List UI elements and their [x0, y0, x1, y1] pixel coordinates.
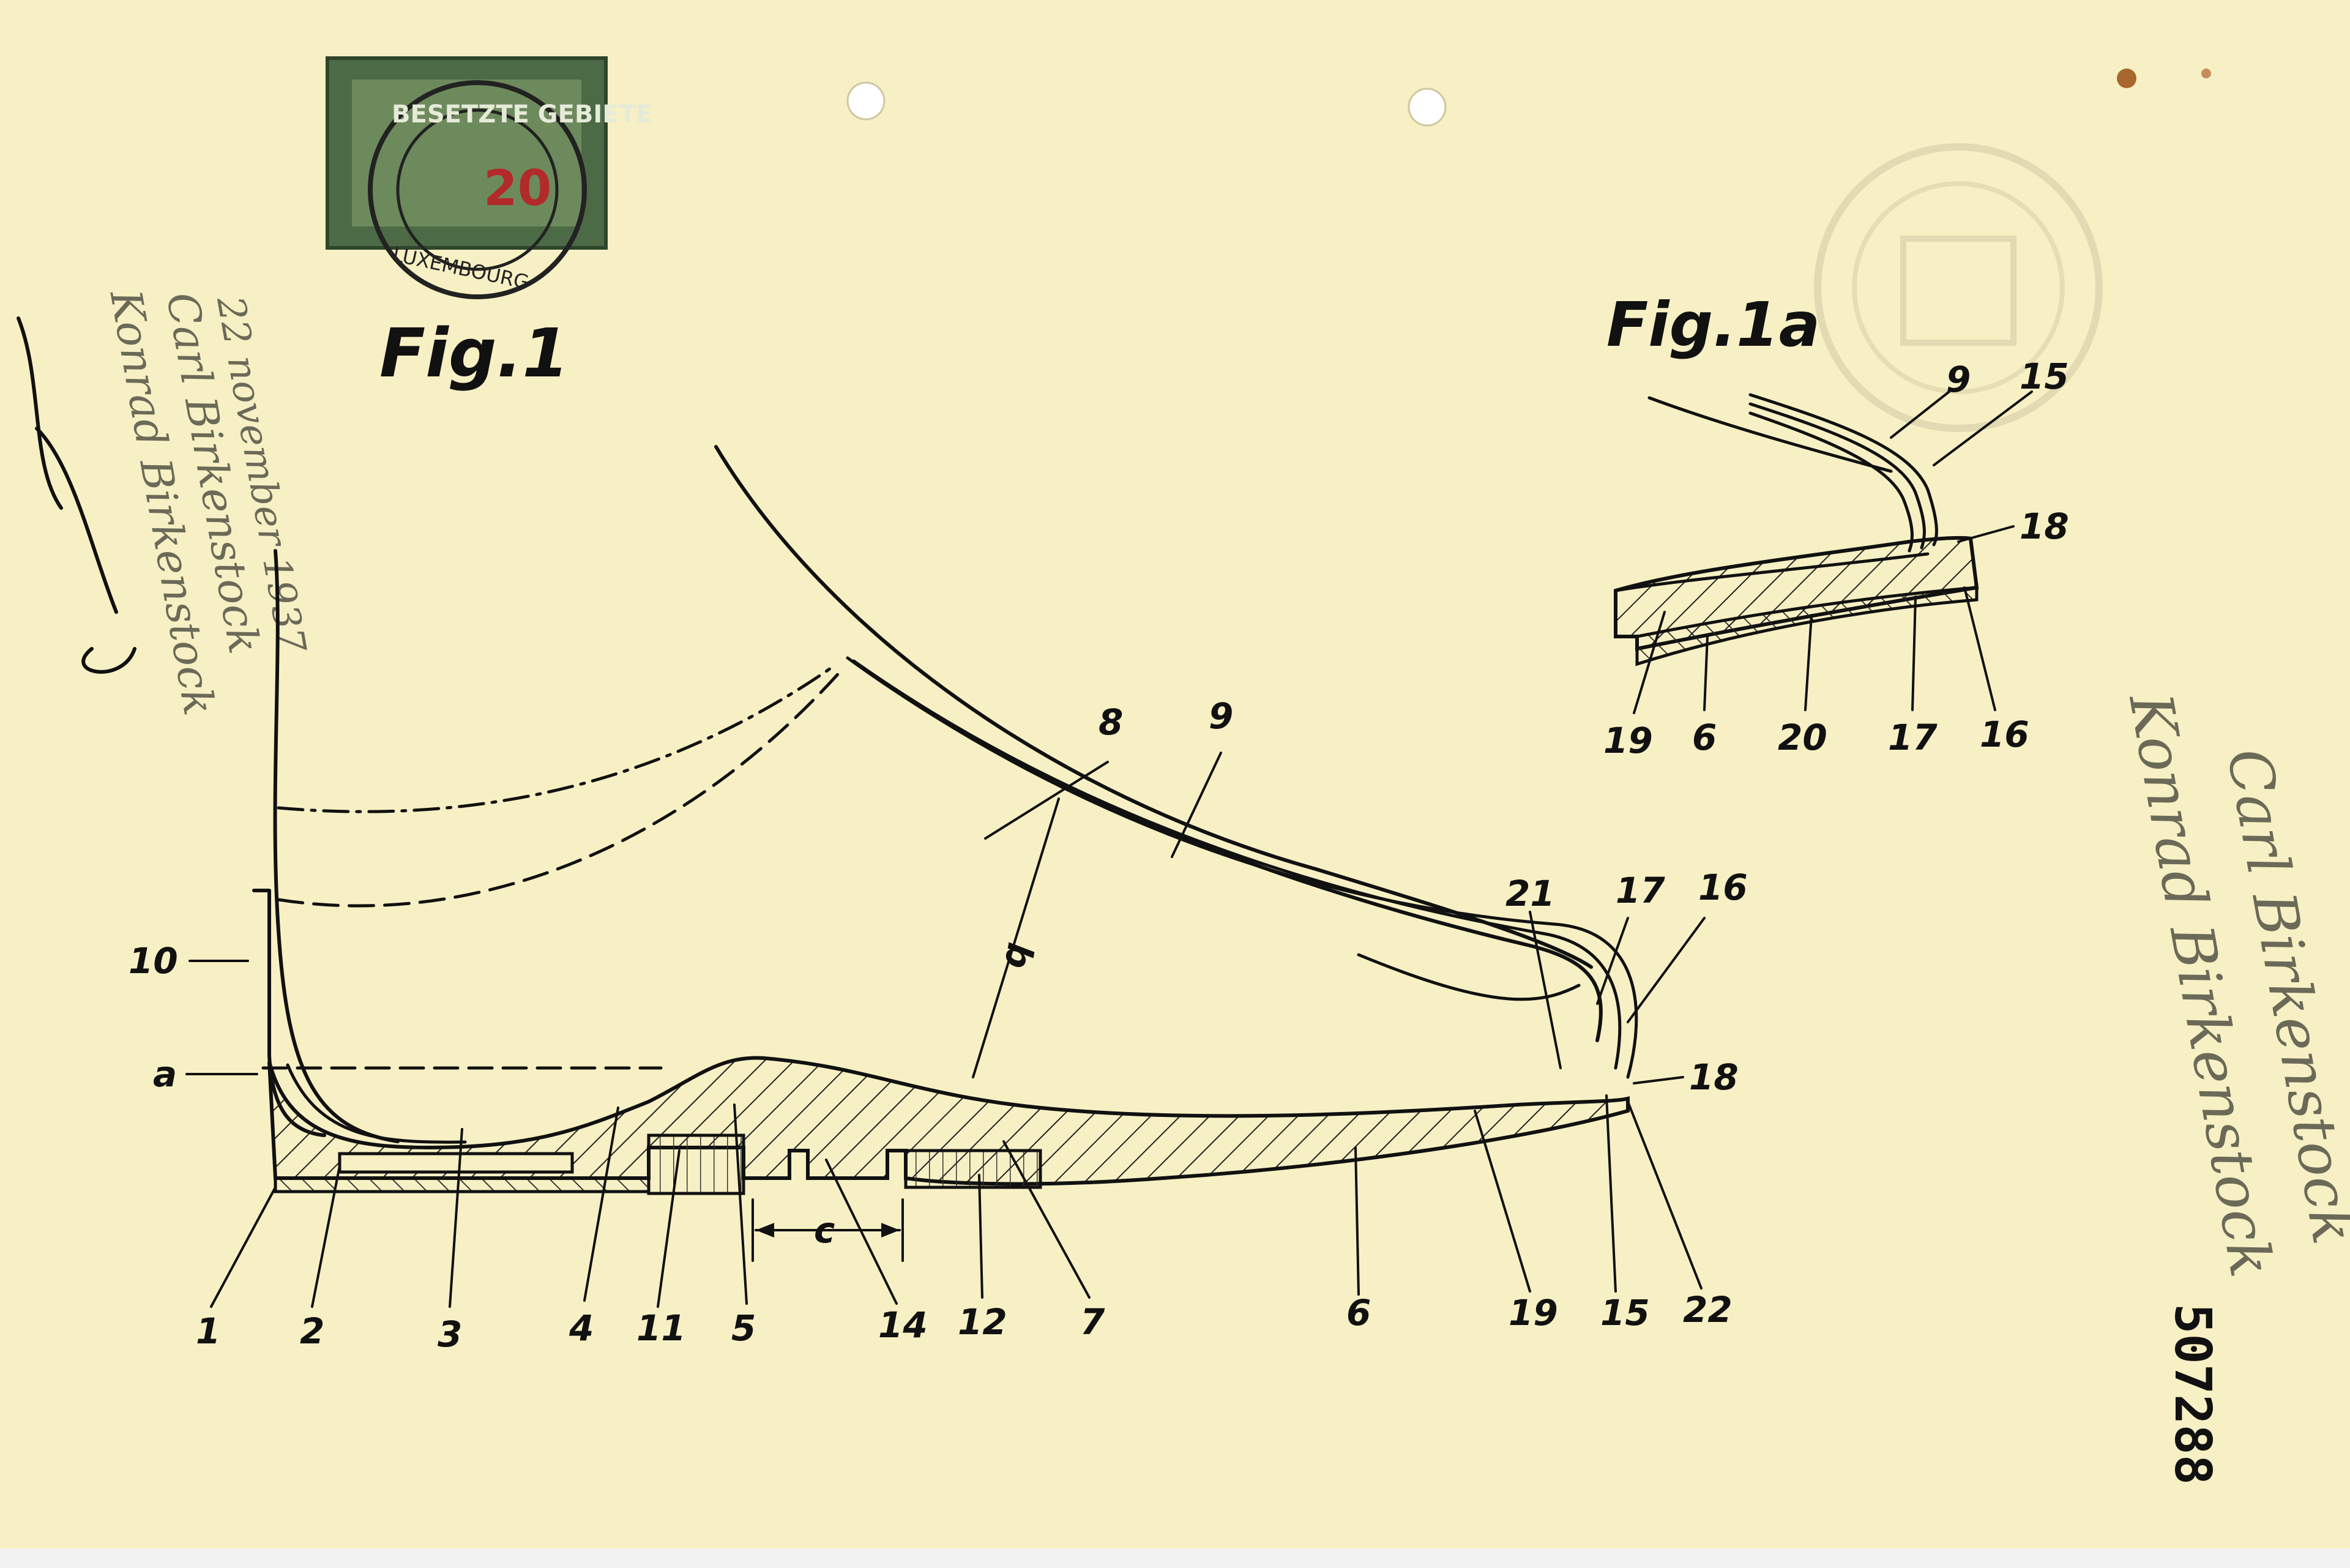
document-number: 507288 [2163, 1304, 2221, 1485]
fig1a-labels: 9 15 18 19 6 20 17 16 [1603, 356, 2069, 761]
label-17: 17 [1616, 870, 1665, 911]
fig1a-label-6: 6 [1692, 717, 1717, 758]
fig1a-label-9: 9 [1946, 359, 1971, 400]
fig1-labels: 10 a 1 2 3 4 11 5 c 14 12 7 6 19 15 22 1… [129, 695, 1748, 1355]
label-c: c [814, 1209, 835, 1251]
label-3: 3 [438, 1313, 462, 1355]
rust-spot [2117, 69, 2136, 88]
label-4: 4 [569, 1307, 594, 1349]
label-8: 8 [1099, 701, 1123, 743]
signature-scribble [17, 316, 136, 674]
label-7: 7 [1080, 1301, 1105, 1343]
label-21: 21 [1505, 873, 1555, 914]
label-22: 22 [1683, 1289, 1733, 1331]
fig1a-label-16: 16 [1980, 714, 2029, 755]
fig1a-label-17: 17 [1888, 717, 1938, 758]
fig1a-leader-lines [1633, 390, 2033, 714]
label-14: 14 [878, 1304, 928, 1346]
label-2: 2 [300, 1310, 324, 1352]
punch-holes [846, 69, 2211, 127]
fig1a-label-15: 15 [2020, 356, 2069, 397]
label-6: 6 [1346, 1292, 1371, 1334]
fig1a-label-19: 19 [1603, 720, 1653, 761]
bottom-strip [0, 1548, 2350, 1568]
postage-stamp: BESETZTE GEBIETE 20 LUXEMBOURG [326, 56, 652, 299]
fig1a-drawing [1614, 393, 1979, 666]
fig1-drawing [252, 445, 1638, 1262]
fig1a-title: Fig.1a [1606, 289, 1820, 360]
label-9: 9 [1209, 695, 1233, 737]
label-18: 18 [1689, 1056, 1739, 1098]
fig1-leader-lines [185, 752, 1706, 1308]
label-19: 19 [1509, 1292, 1558, 1334]
label-12: 12 [958, 1301, 1007, 1343]
label-a: a [153, 1053, 177, 1095]
label-15: 15 [1600, 1292, 1650, 1334]
stamp-text: BESETZTE GEBIETE [392, 100, 652, 129]
fig1a-label-18: 18 [2020, 506, 2069, 547]
label-b: b [996, 939, 1042, 972]
fig1a-label-20: 20 [1778, 717, 1827, 758]
fig1-title: Fig.1 [379, 314, 569, 392]
label-11: 11 [636, 1307, 686, 1349]
embossed-seal [1814, 143, 2103, 432]
label-5: 5 [731, 1307, 756, 1349]
postmark-text: LUXEMBOURG [390, 242, 531, 294]
label-10: 10 [129, 940, 178, 982]
stamp-value: 20 [483, 160, 551, 217]
label-16: 16 [1698, 867, 1748, 908]
right-handwriting: Carl Birkenstock Konrad Birkenstock [2116, 687, 2350, 1282]
label-1: 1 [196, 1310, 220, 1352]
